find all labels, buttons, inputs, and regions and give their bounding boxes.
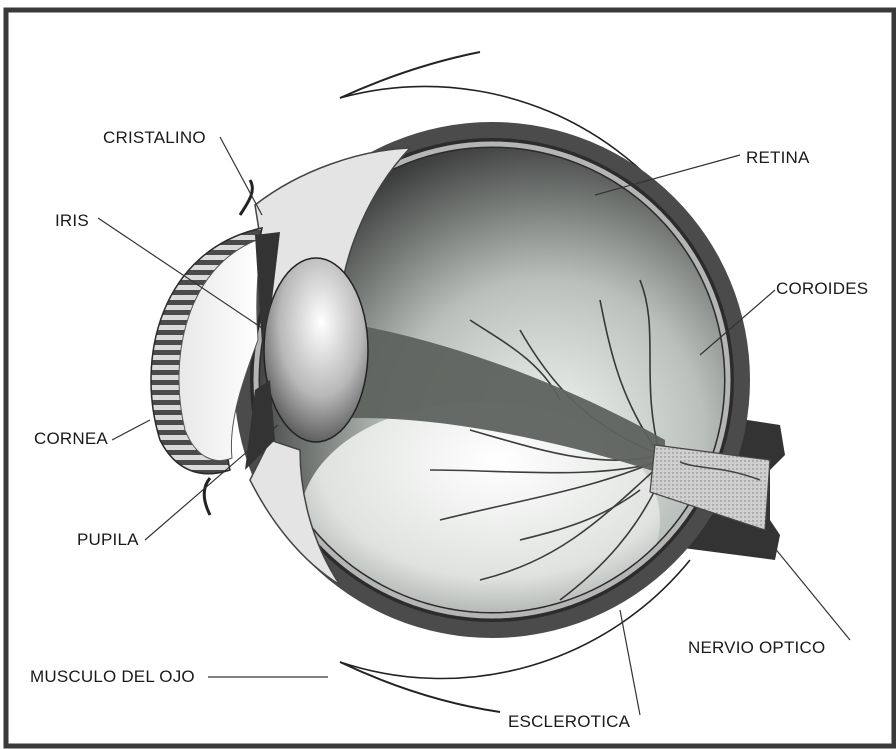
eyelid-bottom	[204, 478, 210, 515]
label-retina: RETINA	[746, 148, 810, 168]
label-iris: IRIS	[55, 211, 89, 231]
label-esclerotica: ESCLEROTICA	[508, 712, 630, 732]
lens	[264, 258, 368, 442]
label-nervio-optico: NERVIO OPTICO	[688, 638, 825, 658]
label-cristalino: CRISTALINO	[103, 128, 206, 148]
muscle-arc-top	[340, 52, 480, 98]
label-cornea: CORNEA	[34, 429, 108, 449]
label-pupila: PUPILA	[77, 530, 139, 550]
label-coroides: COROIDES	[776, 279, 868, 299]
label-musculo-del-ojo: MUSCULO DEL OJO	[30, 667, 195, 687]
